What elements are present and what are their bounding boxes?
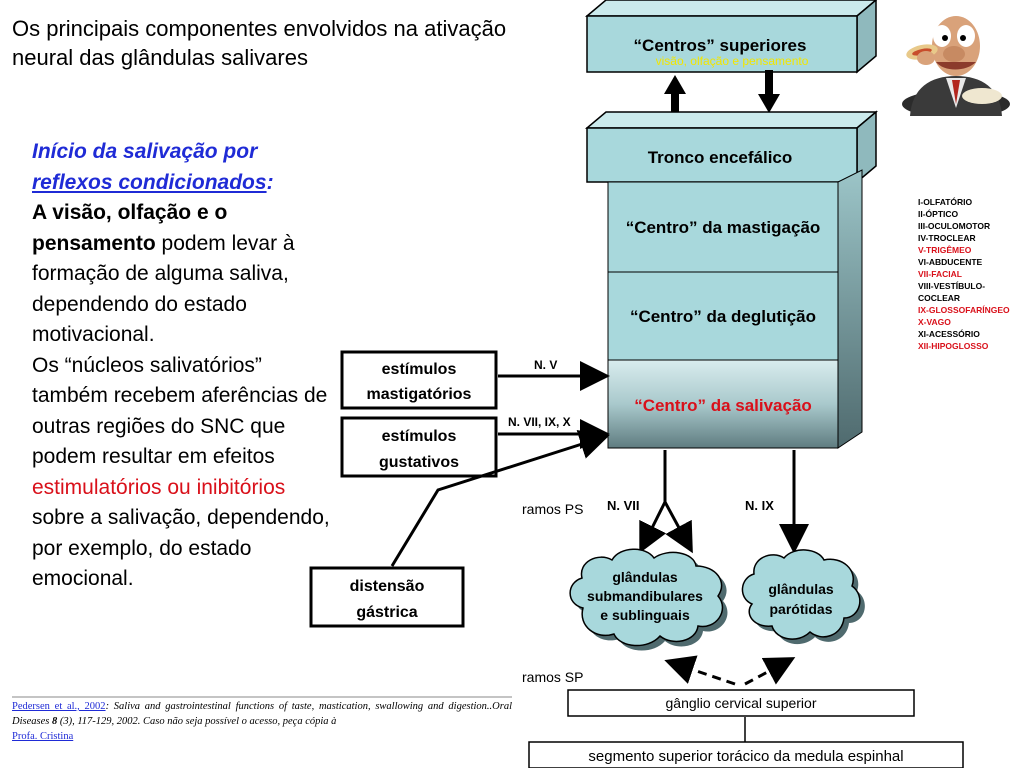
citation: Pedersen et al., 2002: Saliva and gastro… <box>12 699 512 744</box>
gland-par-line2: parótidas <box>769 601 832 617</box>
degluticao-label: “Centro” da deglutição <box>630 307 816 326</box>
cranial-nerve-item: IX-GLOSSOFARÍNGEO <box>918 305 1010 315</box>
centros-superiores-label: “Centros” superiores <box>634 36 807 55</box>
cranial-nerve-item: III-OCULOMOTOR <box>918 221 991 231</box>
tronco-stack: Tronco encefálico “Centro” da mastigação… <box>584 110 879 449</box>
label-n5: N. V <box>534 358 557 372</box>
cranial-nerve-item: COCLEAR <box>918 293 961 303</box>
sympathetic-arrows <box>664 655 796 686</box>
heading-line2: reflexos condicionados <box>32 170 267 194</box>
stim-dist-line2: gástrica <box>356 604 417 621</box>
ganglio-box: gânglio cervical superior <box>567 689 915 717</box>
citation-link-profa[interactable]: Profa. Cristina <box>12 731 74 742</box>
gland-sub-line2: submandibulares <box>587 588 703 604</box>
gland-parotidas: glândulas parótidas <box>741 549 865 645</box>
cranial-nerve-item: VI-ABDUCENTE <box>918 257 983 267</box>
ganglio-label: gânglio cervical superior <box>666 695 817 711</box>
cranial-nerve-item: X-VAGO <box>918 317 951 327</box>
gland-sub-line3: e sublinguais <box>600 607 690 623</box>
stimulus-mastigatorios: estímulos mastigatórios <box>340 350 498 410</box>
stim-mast-line2: mastigatórios <box>367 386 472 403</box>
text-part4: sobre a salivação, dependendo, por exemp… <box>32 506 330 590</box>
label-ramos-sp: ramos SP <box>522 669 583 685</box>
text-part2: podem levar à formação de alguma saliva,… <box>32 231 295 347</box>
bold-part: A visão, olfação e o pensamento <box>32 201 228 255</box>
label-n7-9-10: N. VII, IX, X <box>508 415 571 429</box>
stim-gust-line1: estímulos <box>382 428 457 445</box>
heading-colon: : <box>266 170 274 194</box>
tronco-box <box>586 127 858 183</box>
cranial-nerve-item: V-TRIGÊMEO <box>918 245 972 255</box>
text-part3: Os “núcleos salivatórios” também recebem… <box>32 353 328 469</box>
segmento-box: segmento superior torácico da medula esp… <box>528 741 964 768</box>
cranial-nerve-item: XI-ACESSÓRIO <box>918 329 980 339</box>
page-title: Os principais componentes envolvidos na … <box>12 16 507 70</box>
cranial-nerve-item: VIII-VESTÍBULO- <box>918 281 986 291</box>
cranial-nerve-item: XII-HIPOGLOSSO <box>918 341 989 351</box>
heading-line1: Início da salivação por <box>32 140 258 163</box>
segmento-label: segmento superior torácico da medula esp… <box>588 748 903 765</box>
cranial-nerve-item: VII-FACIAL <box>918 269 962 279</box>
gland-par-line1: glândulas <box>768 581 834 597</box>
gland-submandibulares: glândulas submandibulares e sublinguais <box>569 548 728 651</box>
stim-mast-line1: estímulos <box>382 361 457 378</box>
cartoon-man-eating-icon <box>896 8 1016 118</box>
centros-superiores-box: “Centros” superiores visão, olfação e pe… <box>584 0 878 74</box>
stim-gust-line2: gustativos <box>379 454 459 471</box>
salivacao-box <box>607 359 839 449</box>
explanation-text: Início da salivação por reflexos condici… <box>32 137 337 595</box>
mastigacao-box <box>607 181 839 273</box>
mastigacao-label: “Centro” da mastigação <box>626 218 821 237</box>
bidirectional-arrows <box>664 70 780 117</box>
red-part: estimulatórios ou inibitórios <box>32 475 286 499</box>
cranial-nerve-list: I-OLFATÓRIO II-ÓPTICO III-OCULOMOTOR IV-TRO… <box>918 196 1010 352</box>
stimulus-arrows <box>390 361 610 567</box>
cranial-nerve-item: I-OLFATÓRIO <box>918 197 973 207</box>
label-n7: N. VII <box>607 498 640 513</box>
stim-dist-line1: distensão <box>350 578 425 595</box>
citation-text-a: : Saliva and gastrointestinal functions … <box>12 701 512 727</box>
citation-link[interactable]: Pedersen et al., 2002 <box>12 701 106 712</box>
tronco-label: Tronco encefálico <box>648 148 793 167</box>
gland-sub-line1: glândulas <box>612 569 678 585</box>
cranial-nerve-item: II-ÓPTICO <box>918 209 959 219</box>
centros-superiores-sub: visão, olfação e pensamento <box>656 54 809 68</box>
citation-text-b: (3), 117-129, 2002. Caso não seja possív… <box>57 716 337 727</box>
label-ramos-ps: ramos PS <box>522 501 583 517</box>
label-n9: N. IX <box>745 498 774 513</box>
stimulus-distensao: distensão gástrica <box>309 566 465 628</box>
efferent-arrows <box>639 450 809 554</box>
cranial-nerve-item: IV-TROCLEAR <box>918 233 976 243</box>
degluticao-box <box>607 271 839 361</box>
citation-volume: 8 <box>51 716 58 727</box>
stimulus-gustativos: estímulos gustativos <box>340 416 498 478</box>
salivacao-label: “Centro” da salivação <box>634 396 812 415</box>
